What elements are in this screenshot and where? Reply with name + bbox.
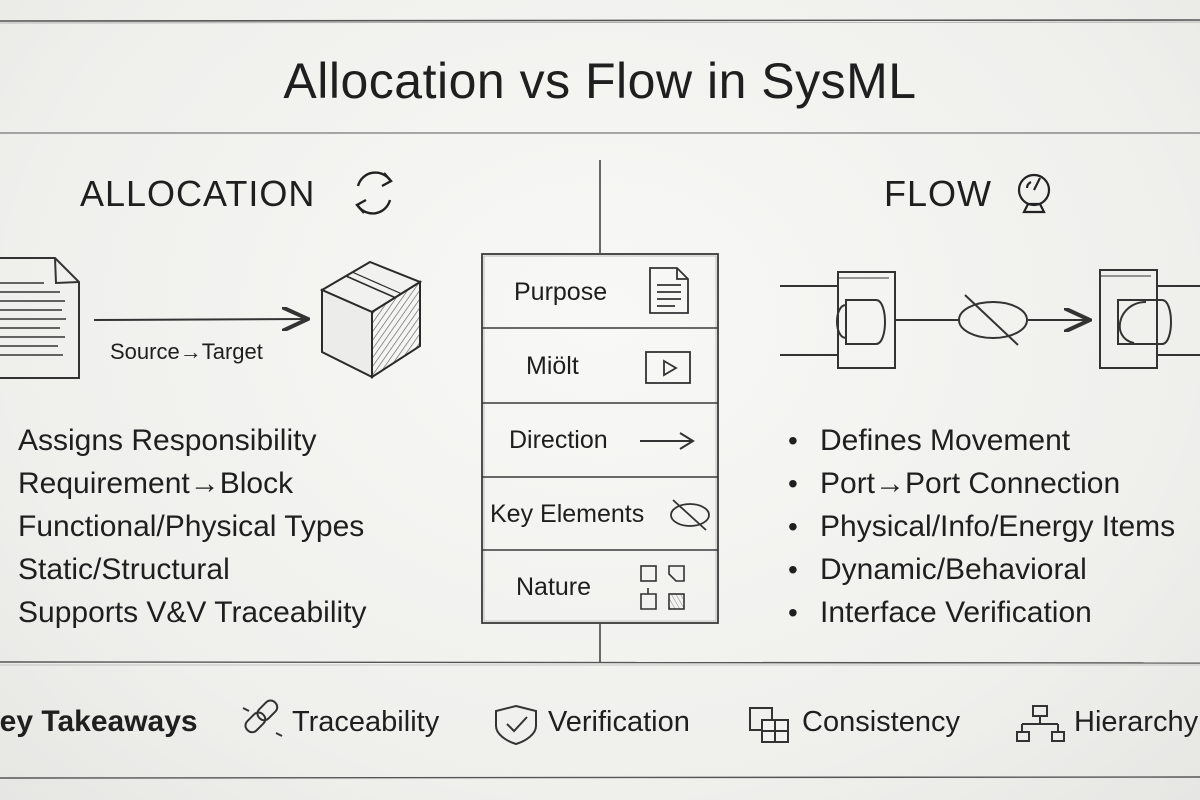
flow-point: Physical/Info/Energy Items	[788, 505, 1175, 548]
takeaway-label: Consistency	[802, 706, 960, 738]
flow-point: Defines Movement	[788, 419, 1175, 462]
flow-diagram	[780, 269, 1200, 369]
top-border	[0, 19, 1200, 22]
takeaway-label: Verification	[548, 706, 690, 738]
flow-point: Dynamic/Behavioral	[788, 548, 1175, 591]
flow-point: Port→Port Connection	[788, 462, 1175, 505]
link-icon	[242, 699, 283, 737]
shield-check-icon	[495, 704, 537, 746]
comparison-row-label: Direction	[509, 426, 608, 454]
play-box-icon	[645, 351, 691, 384]
comparison-row-label: Miölt	[526, 352, 579, 380]
comparison-row-label: Purpose	[514, 278, 608, 306]
source-document-drawing	[0, 257, 80, 379]
hierarchy-icon	[1016, 705, 1065, 742]
allocation-heading: ALLOCATION	[80, 173, 316, 214]
allocation-points-list: Assigns Responsibility Requirement→Block…	[18, 419, 367, 634]
takeaways-heading: Key Takeaways	[0, 705, 198, 738]
allocation-point: Requirement→Block	[18, 467, 294, 500]
flow-point: Interface Verification	[788, 591, 1175, 634]
cycle-arrows-icon	[355, 171, 393, 215]
arrow-right-icon	[640, 432, 695, 450]
comparison-table-frame	[481, 253, 719, 624]
flow-points-list: Defines Movement Port→Port Connection Ph…	[788, 419, 1175, 634]
allocation-point: Assigns Responsibility	[18, 424, 317, 457]
comparison-row-label: Key Elements	[490, 500, 645, 528]
takeaway-label: Hierarchy	[1074, 706, 1199, 738]
page-title: Allocation vs Flow in SysML	[283, 53, 917, 109]
takeaway-label: Traceability	[292, 706, 440, 738]
allocation-point: Static/Structural	[18, 553, 230, 586]
content-divider	[0, 661, 1200, 664]
item-flow-icon	[670, 499, 710, 531]
comparison-row-label: Nature	[516, 573, 592, 601]
flow-gauge-icon	[1017, 173, 1051, 214]
allocation-point: Supports V&V Traceability	[18, 596, 367, 629]
allocation-arrow	[93, 319, 306, 320]
blocks-grid-icon	[640, 565, 685, 610]
layers-icon	[749, 707, 789, 743]
bottom-border	[0, 776, 1200, 779]
flow-heading: FLOW	[884, 173, 992, 214]
source-target-label: Source→Target	[110, 339, 263, 364]
allocation-point: Functional/Physical Types	[18, 510, 365, 543]
target-block-drawing	[319, 260, 423, 379]
document-icon	[649, 267, 689, 314]
